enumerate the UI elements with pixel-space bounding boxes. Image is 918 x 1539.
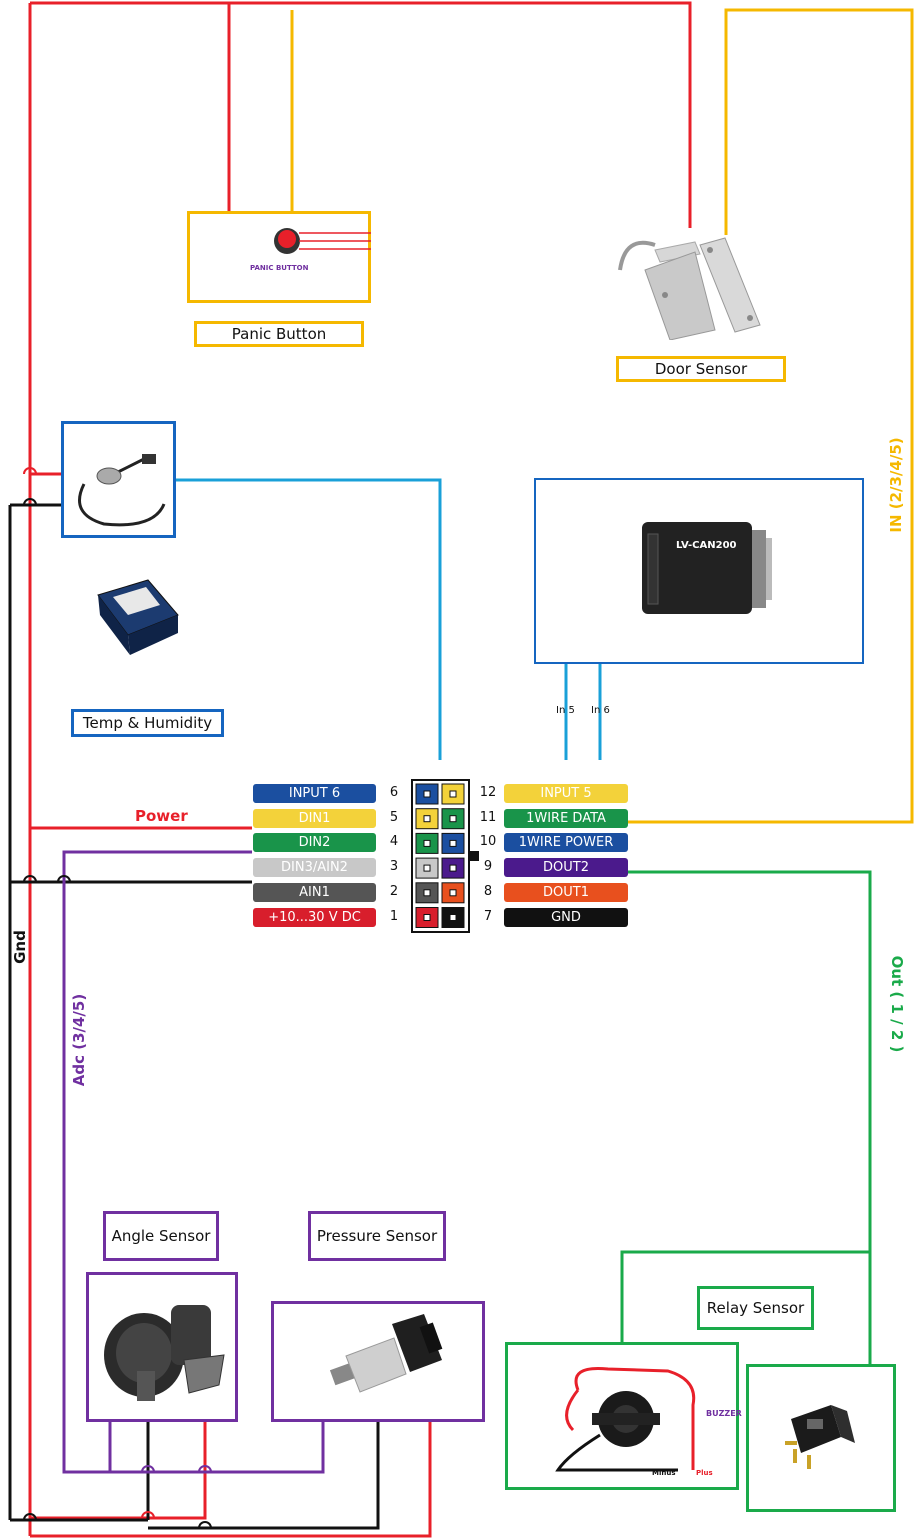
pin-label-10: 1WIRE POWER	[504, 833, 628, 853]
pin-number-1: 1	[389, 908, 399, 924]
in-inputs-label: IN (2/3/4/5)	[887, 437, 905, 533]
pin-label-12: INPUT 5	[504, 784, 628, 803]
socket-hole-11	[449, 815, 457, 823]
pin-label-5: DIN1	[253, 808, 376, 828]
green-wire-out	[628, 870, 872, 1365]
pin-label-8: DOUT1	[504, 882, 628, 902]
in6-label: In 6	[591, 705, 610, 716]
connector-body-icon	[411, 779, 479, 933]
can-adapter-box: LV-CAN200	[534, 478, 864, 664]
relay-box	[746, 1364, 896, 1512]
buzzer-plus-label: Plus	[696, 1469, 713, 1477]
red-wire-angle	[30, 1422, 207, 1520]
buzzer-minus-label: Minus	[652, 1469, 676, 1477]
red-wire-pressure	[30, 1422, 432, 1538]
buzzer-label: BUZZER	[706, 1409, 742, 1418]
pin-label-6: INPUT 6	[253, 784, 376, 803]
out-outputs-label: Out ( 1 / 2 )	[888, 955, 906, 1053]
relay-sensor-caption: Relay Sensor	[697, 1286, 814, 1330]
pressure-sensor-box	[271, 1301, 485, 1422]
in5-label: In 5	[556, 705, 575, 716]
pin-number-3: 3	[389, 859, 399, 875]
door-sensor-caption: Door Sensor	[616, 356, 786, 382]
pressure-sensor-caption: Pressure Sensor	[308, 1211, 446, 1261]
pin-label-2: AIN1	[253, 882, 376, 902]
relay-icon	[785, 1405, 855, 1469]
socket-hole-1	[423, 914, 431, 921]
yellow-wire-door	[628, 8, 914, 824]
can-adapter-icon	[642, 522, 772, 614]
gnd-label: Gnd	[11, 930, 29, 964]
temp-probe-icon	[78, 454, 166, 527]
door-sensor-icon	[618, 237, 761, 340]
socket-hole-8	[449, 889, 457, 897]
black-wire-pressure	[148, 1422, 380, 1530]
pin-number-8: 8	[483, 883, 493, 899]
adc-label: Adc (3/4/5)	[70, 993, 88, 1087]
pin-label-11: 1WIRE DATA	[504, 808, 628, 828]
pin-label-4: DIN2	[253, 833, 376, 853]
can-adapter-text: LV-CAN200	[676, 540, 737, 551]
red-wire-top	[30, 1, 692, 228]
blue-wire-temp	[176, 478, 442, 760]
pin-number-11: 11	[479, 809, 497, 825]
socket-hole-10	[449, 839, 457, 847]
socket-hole-12	[449, 790, 457, 798]
pin-label-3: DIN3/AIN2	[253, 858, 376, 878]
pin-label-1: +10...30 V DC	[253, 907, 376, 927]
buzzer-box: BUZZER Minus Plus	[505, 1342, 742, 1490]
panic-button-caption: Panic Button	[194, 321, 364, 347]
socket-hole-9	[449, 864, 457, 872]
pin-number-2: 2	[389, 883, 399, 899]
temp-humidity-caption: Temp & Humidity	[71, 709, 224, 737]
green-wire-buzzer	[620, 1250, 870, 1342]
socket-hole-7	[449, 914, 457, 921]
socket-hole-3	[423, 864, 431, 872]
socket-hole-2	[423, 889, 431, 897]
purple-wire-adc	[62, 850, 325, 1474]
panic-button-inner-text: PANIC BUTTON	[250, 264, 309, 272]
pin-number-9: 9	[483, 859, 493, 875]
power-label: Power	[135, 807, 188, 825]
panic-button-box: PANIC BUTTON	[187, 211, 371, 303]
angle-sensor-icon	[104, 1305, 225, 1401]
pin-number-12: 12	[479, 785, 497, 800]
pin-number-4: 4	[389, 834, 399, 850]
socket-hole-5	[423, 815, 431, 823]
pressure-sensor-icon	[329, 1314, 443, 1393]
angle-sensor-box	[86, 1272, 238, 1422]
socket-hole-6	[423, 790, 431, 798]
pin-number-10: 10	[479, 834, 497, 850]
angle-sensor-caption: Angle Sensor	[103, 1211, 219, 1261]
pin-number-5: 5	[389, 809, 399, 825]
panic-button-icon	[274, 228, 371, 254]
socket-hole-4	[423, 839, 431, 847]
pin-label-7: GND	[504, 907, 628, 927]
buzzer-icon	[555, 1366, 696, 1472]
pin-number-6: 6	[389, 785, 399, 800]
humidity-sensor-icon	[97, 579, 179, 655]
pin-number-7: 7	[483, 908, 493, 924]
temp-probe-box	[61, 421, 176, 538]
pin-label-9: DOUT2	[504, 858, 628, 878]
